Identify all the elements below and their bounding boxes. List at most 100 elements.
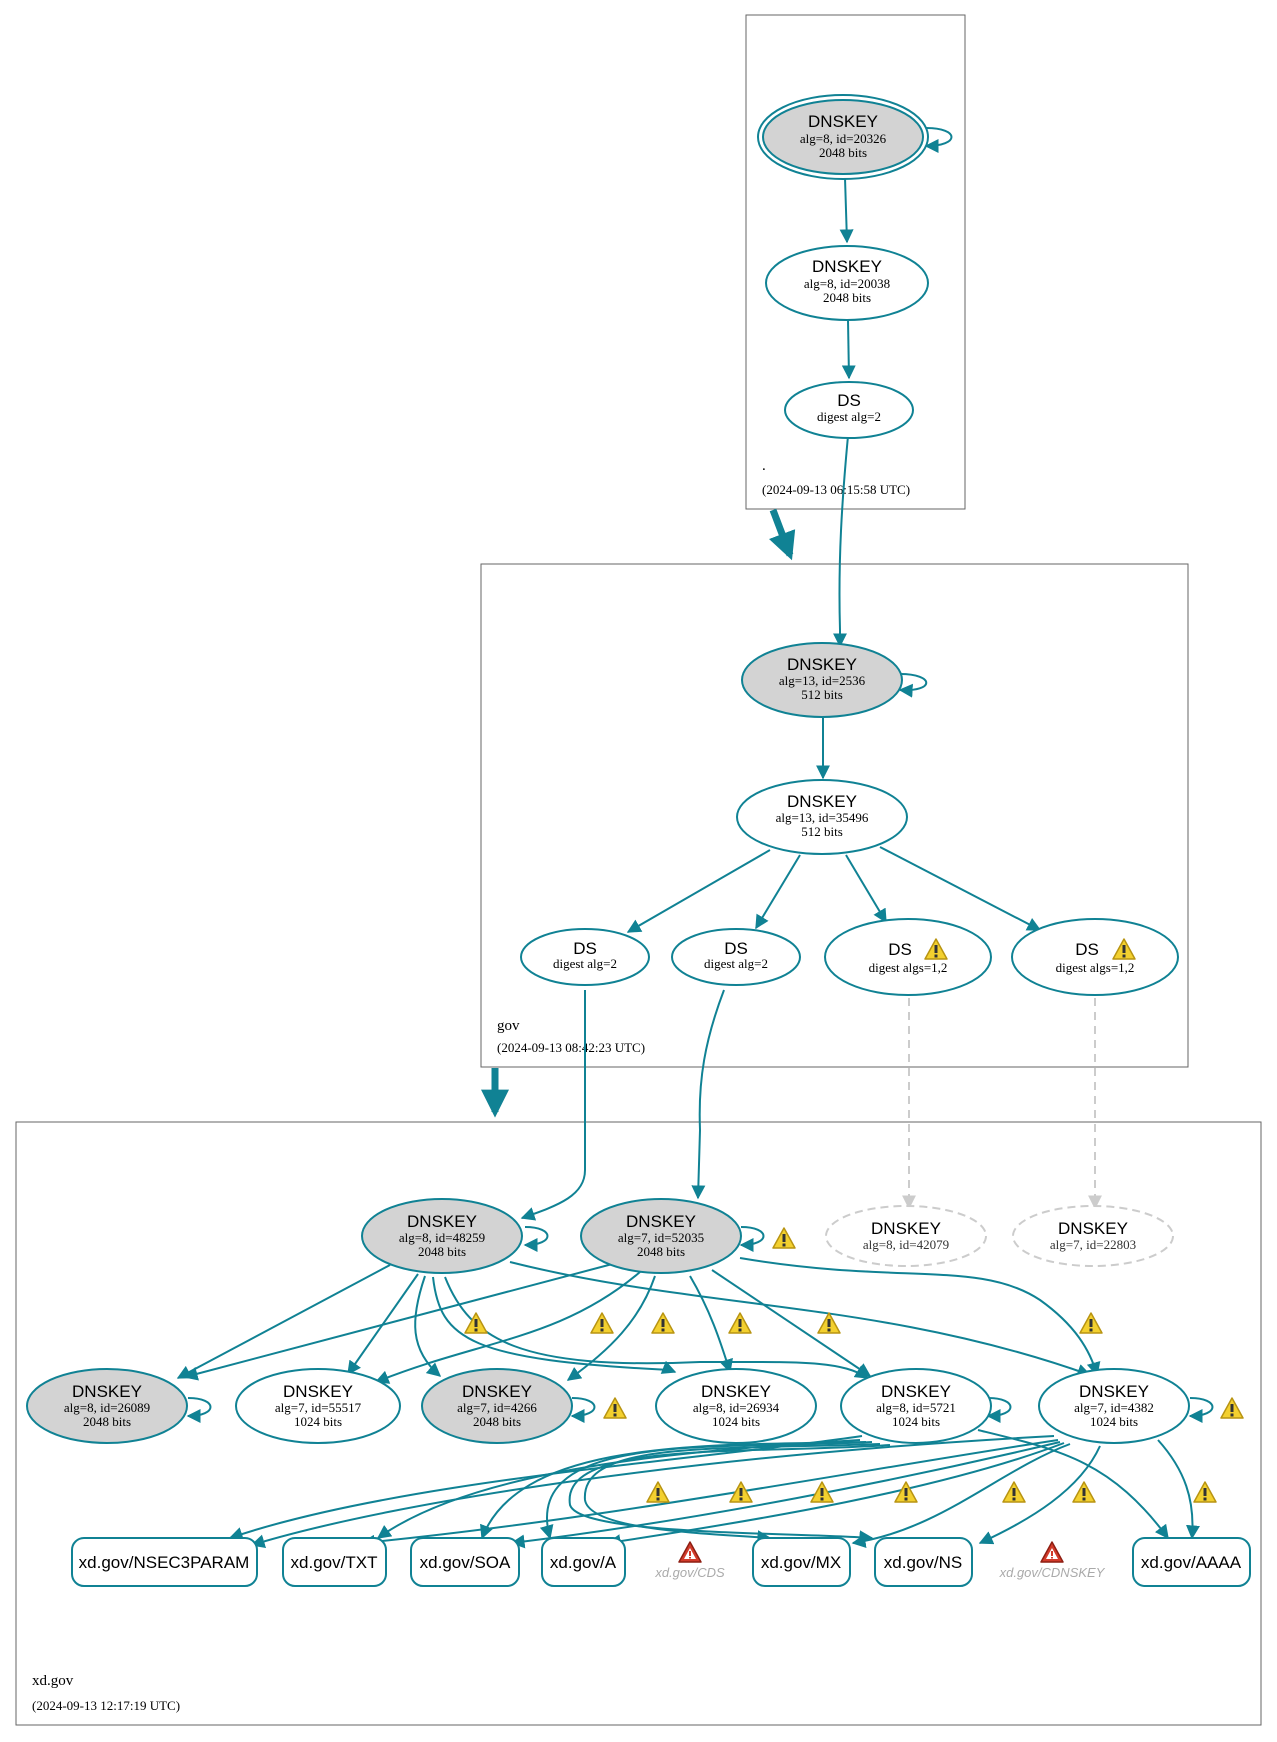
warning-icon[interactable] [1220, 1397, 1244, 1419]
edge-k52035-self [739, 1226, 765, 1252]
zone-root-timestamp: (2024-09-13 06:15:58 UTC) [762, 482, 910, 497]
rrset-cds-missing[interactable]: xd.gov/CDS [654, 1541, 725, 1580]
zone-gov-timestamp: (2024-09-13 08:42:23 UTC) [497, 1040, 645, 1055]
warning-icon[interactable] [1193, 1481, 1217, 1503]
svg-text:xd.gov/NSEC3PARAM: xd.gov/NSEC3PARAM [79, 1553, 250, 1572]
edge-gov-ds1-xd-k48259 [520, 990, 586, 1221]
svg-text:digest alg=2: digest alg=2 [704, 956, 768, 971]
rrset-soa[interactable]: xd.gov/SOA [410, 1537, 520, 1587]
edge-k5721-ns [568, 1444, 891, 1545]
svg-text:alg=8, id=42079: alg=8, id=42079 [863, 1237, 949, 1252]
rrset-cdnskey-missing[interactable]: xd.gov/CDNSKEY [999, 1541, 1106, 1580]
node-root-ds[interactable]: DS digest alg=2 [784, 381, 914, 439]
warning-icon[interactable] [772, 1227, 796, 1249]
node-gov-ds3[interactable]: DS digest algs=1,2 [824, 918, 992, 996]
warning-icon[interactable] [646, 1481, 670, 1503]
edge-k52035-k26934 [689, 1275, 733, 1374]
node-xd-k55517[interactable]: DNSKEY alg=7, id=55517 1024 bits [235, 1368, 401, 1444]
node-xd-k48259[interactable]: DNSKEY alg=8, id=48259 2048 bits [361, 1198, 523, 1274]
edge-gov-zsk-ds2 [755, 854, 801, 930]
edge-k5721-soa [480, 1441, 867, 1540]
warning-icon[interactable] [1072, 1481, 1096, 1503]
edge-k4382-txt [360, 1439, 1059, 1549]
warning-icon[interactable] [603, 1397, 627, 1419]
svg-text:2048 bits: 2048 bits [823, 290, 871, 305]
rrset-a[interactable]: xd.gov/A [541, 1537, 626, 1587]
svg-text:alg=7, id=22803: alg=7, id=22803 [1050, 1237, 1136, 1252]
svg-text:DS: DS [1075, 940, 1099, 959]
svg-text:DNSKEY: DNSKEY [812, 257, 882, 276]
svg-text:digest algs=1,2: digest algs=1,2 [1056, 960, 1135, 975]
svg-text:DNSKEY: DNSKEY [462, 1382, 532, 1401]
warning-icon[interactable] [894, 1481, 918, 1503]
svg-text:xd.gov/AAAA: xd.gov/AAAA [1141, 1553, 1242, 1572]
node-xd-k26934[interactable]: DNSKEY alg=8, id=26934 1024 bits [655, 1368, 817, 1444]
svg-text:2048 bits: 2048 bits [473, 1414, 521, 1429]
edge-gov-zsk-ds3 [845, 854, 887, 924]
edge-root-ksk-zsk [839, 177, 854, 244]
error-icon[interactable] [1040, 1541, 1064, 1563]
edge-k26089-self [186, 1397, 212, 1423]
warning-icon[interactable] [651, 1312, 675, 1334]
svg-text:1024 bits: 1024 bits [1090, 1414, 1138, 1429]
svg-text:alg=8, id=5721: alg=8, id=5721 [876, 1400, 956, 1415]
edge-gov-zsk-ds4 [879, 846, 1042, 931]
node-gov-ds2[interactable]: DS digest alg=2 [671, 928, 801, 986]
edge-k4382-aaaa [1157, 1439, 1200, 1540]
svg-text:alg=8, id=48259: alg=8, id=48259 [399, 1230, 485, 1245]
node-xd-k26089[interactable]: DNSKEY alg=8, id=26089 2048 bits [26, 1368, 188, 1444]
node-xd-k4266[interactable]: DNSKEY alg=7, id=4266 2048 bits [421, 1368, 573, 1444]
warning-icon[interactable] [1002, 1481, 1026, 1503]
edge-k48259-k4382 [509, 1261, 1092, 1378]
svg-text:DNSKEY: DNSKEY [808, 112, 878, 131]
edge-root-ds-gov-ksk [833, 435, 849, 648]
node-xd-k5721[interactable]: DNSKEY alg=8, id=5721 1024 bits [840, 1368, 992, 1444]
rrset-nsec3param[interactable]: xd.gov/NSEC3PARAM [71, 1537, 258, 1587]
svg-text:1024 bits: 1024 bits [712, 1414, 760, 1429]
svg-text:DNSKEY: DNSKEY [1079, 1382, 1149, 1401]
node-xd-k42079[interactable]: DNSKEY alg=8, id=42079 [825, 1205, 987, 1267]
rrset-mx[interactable]: xd.gov/MX [752, 1537, 851, 1587]
node-gov-ds1[interactable]: DS digest alg=2 [520, 928, 650, 986]
edge-k4382-mx [851, 1443, 1071, 1549]
edge-k5721-a [539, 1441, 873, 1540]
node-gov-zsk[interactable]: DNSKEY alg=13, id=35496 512 bits [736, 779, 908, 855]
svg-text:DS: DS [573, 939, 597, 958]
warning-icon[interactable] [1079, 1312, 1103, 1334]
zone-root-box [745, 14, 966, 510]
node-gov-ds4[interactable]: DS digest algs=1,2 [1011, 918, 1179, 996]
rrset-txt[interactable]: xd.gov/TXT [282, 1537, 387, 1587]
rrset-aaaa[interactable]: xd.gov/AAAA [1132, 1537, 1251, 1587]
svg-text:DS: DS [888, 940, 912, 959]
svg-text:digest alg=2: digest alg=2 [817, 409, 881, 424]
node-xd-k52035[interactable]: DNSKEY alg=7, id=52035 2048 bits [580, 1198, 742, 1274]
rrset-ns[interactable]: xd.gov/NS [874, 1537, 973, 1587]
warning-icon[interactable] [728, 1312, 752, 1334]
node-xd-k4382[interactable]: DNSKEY alg=7, id=4382 1024 bits [1038, 1368, 1190, 1444]
svg-text:2048 bits: 2048 bits [819, 145, 867, 160]
warning-icon[interactable] [817, 1312, 841, 1334]
error-icon[interactable] [678, 1541, 702, 1563]
edge-k52035-k4382 [739, 1257, 1101, 1377]
svg-text:alg=7, id=52035: alg=7, id=52035 [618, 1230, 704, 1245]
svg-text:alg=8, id=26089: alg=8, id=26089 [64, 1400, 150, 1415]
zone-xd-name: xd.gov [32, 1673, 74, 1689]
svg-text:DNSKEY: DNSKEY [72, 1382, 142, 1401]
node-gov-ksk[interactable]: DNSKEY alg=13, id=2536 512 bits [741, 642, 903, 718]
node-root-ksk[interactable]: DNSKEY alg=8, id=20326 2048 bits [757, 94, 929, 180]
edge-k5721-self [986, 1397, 1012, 1423]
svg-text:alg=13, id=35496: alg=13, id=35496 [776, 810, 869, 825]
svg-text:DS: DS [837, 391, 861, 410]
edge-k4382-soa [510, 1441, 1061, 1549]
edge-k4382-nsec3param [250, 1435, 1055, 1549]
svg-text:1024 bits: 1024 bits [892, 1414, 940, 1429]
edge-k5721-aaaa [977, 1429, 1169, 1540]
node-xd-k22803[interactable]: DNSKEY alg=7, id=22803 [1012, 1205, 1174, 1267]
svg-text:DNSKEY: DNSKEY [787, 792, 857, 811]
node-root-zsk[interactable]: DNSKEY alg=8, id=20038 2048 bits [765, 245, 929, 321]
svg-text:512 bits: 512 bits [801, 687, 843, 702]
warning-icon[interactable] [590, 1312, 614, 1334]
svg-text:DNSKEY: DNSKEY [1058, 1219, 1128, 1238]
svg-text:2048 bits: 2048 bits [418, 1244, 466, 1259]
